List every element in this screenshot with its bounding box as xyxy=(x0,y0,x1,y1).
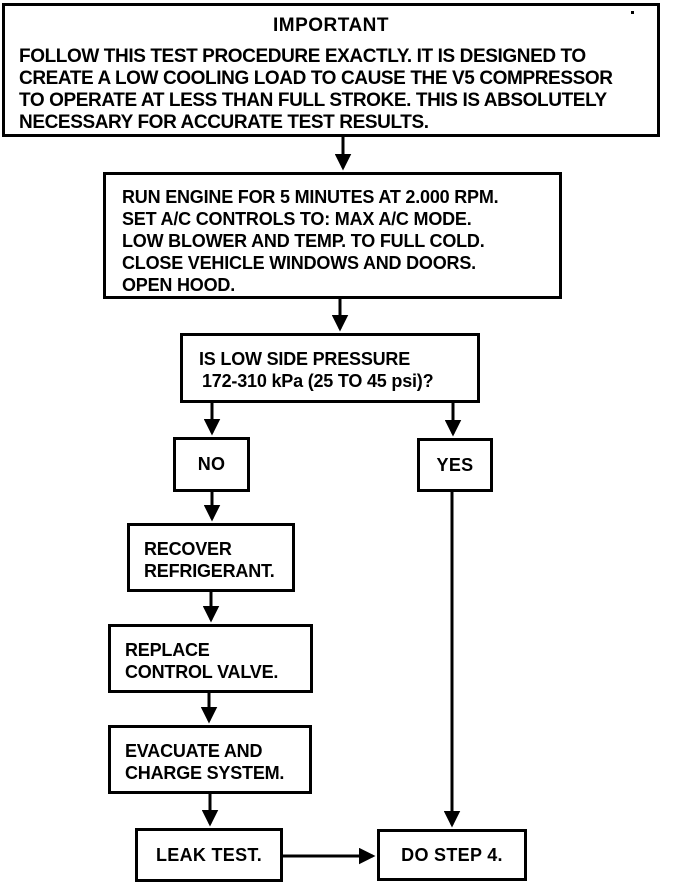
run-engine-line-5: OPEN HOOD. xyxy=(122,275,236,295)
pressure-question-line-2: 172-310 kPa (25 TO 45 psi)? xyxy=(202,371,434,391)
node-replace-control-valve: REPLACE CONTROL VALVE. xyxy=(108,624,313,693)
leak-test-label: LEAK TEST. xyxy=(155,844,262,865)
recover-line-2: REFRIGERANT. xyxy=(144,561,275,581)
node-recover-refrigerant: RECOVER REFRIGERANT. xyxy=(127,523,295,592)
important-line-3: TO OPERATE AT LESS THAN FULL STROKE. THI… xyxy=(19,90,607,111)
run-engine-line-2: SET A/C CONTROLS TO: MAX A/C MODE. xyxy=(122,209,472,229)
do-step-4-label: DO STEP 4. xyxy=(401,844,503,865)
run-engine-line-4: CLOSE VEHICLE WINDOWS AND DOORS. xyxy=(122,253,476,273)
evacuate-line-1: EVACUATE AND xyxy=(125,741,263,761)
important-line-1: FOLLOW THIS TEST PROCEDURE EXACTLY. IT I… xyxy=(19,46,586,67)
pressure-question-line-1: IS LOW SIDE PRESSURE xyxy=(199,349,411,369)
node-no: NO xyxy=(173,437,250,492)
important-body: FOLLOW THIS TEST PROCEDURE EXACTLY. IT I… xyxy=(5,46,657,134)
run-engine-line-3: LOW BLOWER AND TEMP. TO FULL COLD. xyxy=(122,231,485,251)
important-heading: IMPORTANT xyxy=(272,15,390,36)
node-run-engine: RUN ENGINE FOR 5 MINUTES AT 2.000 RPM. S… xyxy=(103,172,562,299)
node-low-side-pressure-question: IS LOW SIDE PRESSURE 172-310 kPa (25 TO … xyxy=(180,333,480,403)
evacuate-line-2: CHARGE SYSTEM. xyxy=(125,763,285,783)
yes-label: YES xyxy=(436,454,474,475)
replace-line-2: CONTROL VALVE. xyxy=(125,662,279,682)
node-yes: YES xyxy=(417,438,493,492)
important-line-4: NECESSARY FOR ACCURATE TEST RESULTS. xyxy=(19,112,429,133)
important-line-2: CREATE A LOW COOLING LOAD TO CAUSE THE V… xyxy=(19,68,613,89)
node-evacuate-and-charge: EVACUATE AND CHARGE SYSTEM. xyxy=(108,725,312,794)
node-leak-test: LEAK TEST. xyxy=(135,828,283,882)
recover-line-1: RECOVER xyxy=(144,539,232,559)
run-engine-line-1: RUN ENGINE FOR 5 MINUTES AT 2.000 RPM. xyxy=(122,187,499,207)
node-do-step-4: DO STEP 4. xyxy=(377,829,527,881)
node-important-notice: IMPORTANT FOLLOW THIS TEST PROCEDURE EXA… xyxy=(2,3,660,137)
scan-speck-artifact xyxy=(631,11,634,14)
no-label: NO xyxy=(197,454,226,474)
replace-line-1: REPLACE xyxy=(125,640,210,660)
